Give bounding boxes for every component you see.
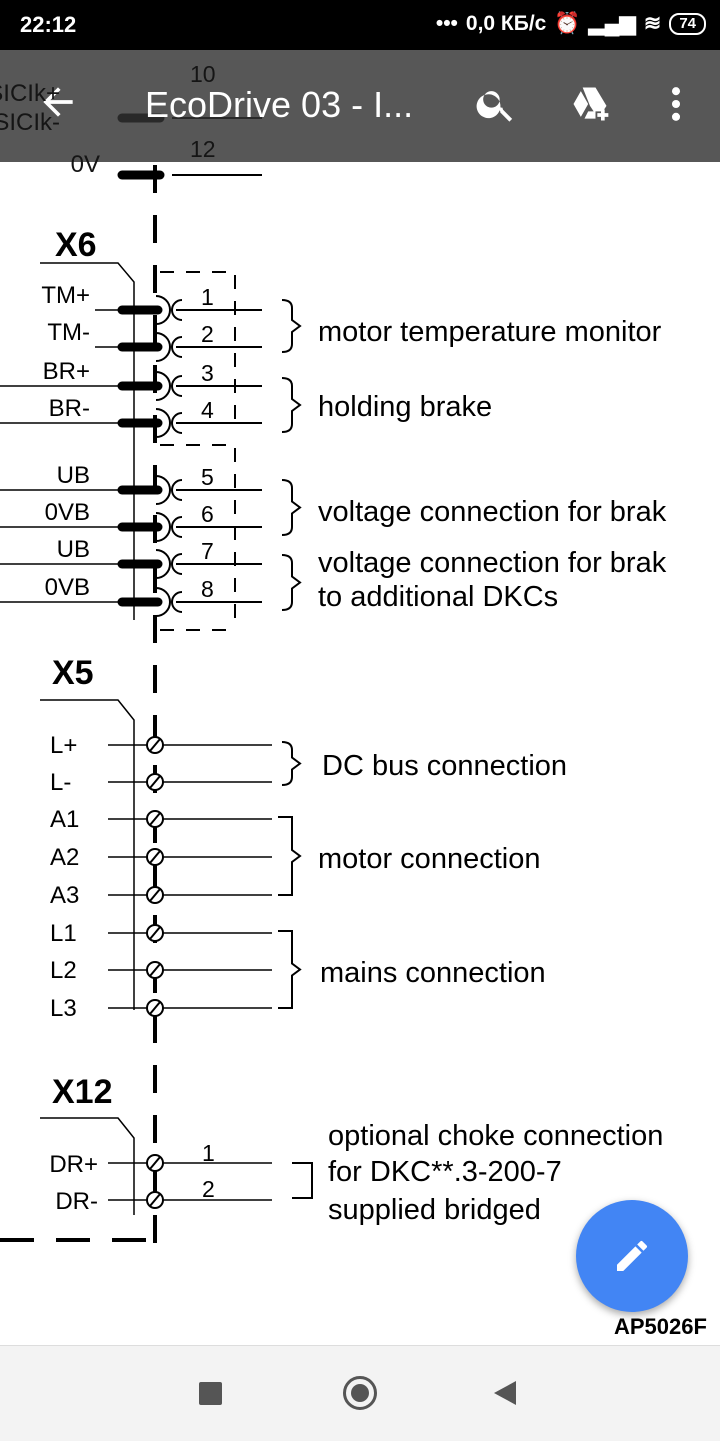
edit-pencil-icon	[617, 1240, 647, 1271]
x6-label: BR+	[43, 358, 90, 385]
app-toolbar: EcoDrive 03 - I...	[0, 50, 720, 162]
x6-pin-number: 4	[201, 397, 214, 423]
desc-choke-1: optional choke connection	[328, 1120, 663, 1152]
desc-holding-brake: holding brake	[318, 391, 492, 423]
x6-label: UB	[57, 462, 90, 489]
brace	[281, 741, 302, 786]
socket-arc	[155, 332, 171, 362]
x6-label: TM+	[41, 282, 90, 309]
x12-pin-2: 2	[202, 1176, 215, 1202]
x12-title: X12	[52, 1073, 113, 1111]
socket-arc	[155, 408, 171, 438]
terminal-slash	[149, 926, 161, 940]
more-vert-icon[interactable]	[654, 82, 698, 126]
x6-title: X6	[55, 226, 97, 264]
x6-pin-number: 2	[201, 321, 214, 347]
x6-pin-number: 5	[201, 464, 214, 490]
pin-arc	[171, 553, 183, 575]
socket-arc	[155, 475, 171, 505]
alarm-icon: ⏰	[554, 11, 581, 35]
desc-motor-connection: motor connection	[318, 843, 540, 875]
pin-arc	[171, 336, 183, 358]
pin-arc	[171, 299, 183, 321]
terminal-slash	[149, 1156, 161, 1170]
x12-label-dr-plus: DR+	[49, 1151, 98, 1178]
x6-label: TM-	[47, 319, 90, 346]
terminal-slash	[149, 1001, 161, 1015]
desc-voltage-brake-2: voltage connection for brak	[318, 547, 667, 579]
desc-choke-2: for DKC**.3-200-7	[328, 1156, 562, 1188]
x5-label: L1	[50, 920, 77, 947]
x5-label: L-	[50, 769, 71, 796]
pin-arc	[171, 375, 183, 397]
net-speed: 0,0 КБ/с	[465, 11, 547, 35]
socket-arc	[155, 295, 171, 325]
x6-pin-number: 3	[201, 360, 214, 386]
brace	[281, 479, 302, 536]
desc-voltage-brake: voltage connection for brak	[318, 496, 667, 528]
brace	[278, 816, 302, 896]
terminal-slash	[149, 738, 161, 752]
x5-label: L+	[50, 732, 77, 759]
status-time: 22:12	[20, 12, 77, 37]
x12-pin-1: 1	[202, 1140, 215, 1166]
signal-icon: ▂▄▆	[588, 12, 636, 35]
desc-motor-temp: motor temperature monitor	[318, 316, 662, 348]
desc-dc-bus: DC bus connection	[322, 750, 567, 782]
x6-pin-number: 7	[201, 538, 214, 564]
desc-choke-3: supplied bridged	[328, 1194, 541, 1226]
x6-pin-number: 1	[201, 284, 214, 310]
x6-pin-number: 6	[201, 501, 214, 527]
x12-label-dr-minus: DR-	[55, 1188, 98, 1215]
brace	[281, 299, 302, 353]
terminal-slash	[149, 775, 161, 789]
terminal-slash	[149, 812, 161, 826]
terminal-slash	[149, 1193, 161, 1207]
x6-label: 0VB	[45, 499, 90, 526]
x5-title: X5	[52, 654, 94, 692]
desc-mains-connection: mains connection	[320, 957, 546, 989]
x5-label: L3	[50, 995, 77, 1022]
x5-label: A1	[50, 806, 79, 833]
notification-dots: •••	[435, 11, 458, 35]
desc-additional-dkcs: to additional DKCs	[318, 581, 558, 613]
pin-arc	[171, 591, 183, 613]
drive-add-icon[interactable]	[568, 82, 612, 126]
search-icon[interactable]	[474, 82, 518, 126]
battery-indicator: 74	[669, 12, 706, 35]
home-circle-icon[interactable]	[343, 1376, 377, 1410]
x5-label: L2	[50, 957, 77, 984]
wifi-icon: ≋	[643, 12, 662, 35]
socket-arc	[155, 549, 171, 579]
x6-label: 0VB	[45, 574, 90, 601]
x5-label: A3	[50, 882, 79, 909]
socket-arc	[155, 371, 171, 401]
x6-pin-number: 8	[201, 576, 214, 602]
brace	[281, 377, 302, 433]
pin-arc	[171, 412, 183, 434]
terminal-slash	[149, 963, 161, 977]
pin-arc	[171, 516, 183, 538]
terminal-slash	[149, 850, 161, 864]
recents-square-icon[interactable]	[199, 1382, 222, 1405]
socket-arc	[155, 587, 171, 617]
brace	[281, 554, 302, 611]
system-nav-bar	[0, 1345, 720, 1441]
figure-id: AP5026F	[614, 1314, 707, 1339]
x5-label: A2	[50, 844, 79, 871]
pin-arc	[171, 479, 183, 501]
document-title: EcoDrive 03 - I...	[145, 84, 414, 125]
status-bar: 22:12 ••• 0,0 КБ/с ⏰ ▂▄▆ ≋ 74	[0, 0, 720, 50]
terminal-slash	[149, 888, 161, 902]
x6-label: BR-	[49, 395, 90, 422]
back-triangle-icon[interactable]	[492, 1379, 518, 1407]
back-arrow-icon[interactable]	[36, 80, 80, 124]
socket-arc	[155, 512, 171, 542]
x6-label: UB	[57, 536, 90, 563]
edit-fab-button[interactable]	[576, 1200, 688, 1312]
brace	[278, 930, 302, 1009]
